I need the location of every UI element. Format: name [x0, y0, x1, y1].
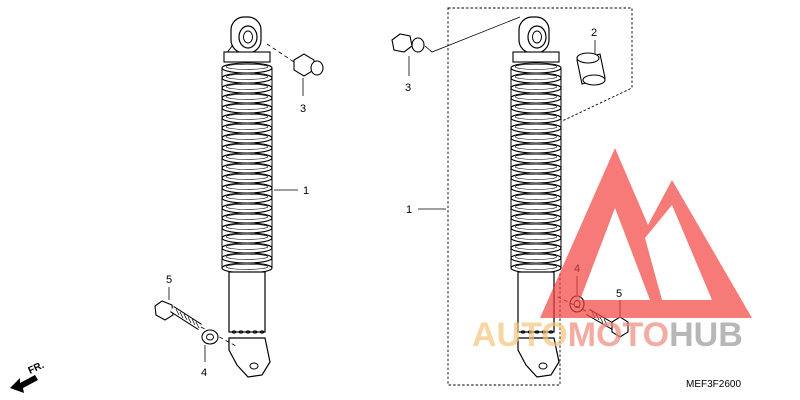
- right-flange-nut: [391, 16, 521, 76]
- front-direction-arrow-icon: [10, 375, 38, 393]
- right-bushing: [576, 40, 606, 86]
- left-flange-nut: [266, 43, 324, 96]
- right-callout-shock: 1: [406, 204, 412, 216]
- left-callout-bolt: 5: [166, 274, 172, 286]
- watermark-moto: MOTO: [568, 316, 669, 354]
- left-mounting-bolt: [154, 287, 237, 347]
- right-callout-bolt: 5: [616, 288, 622, 300]
- svg-text:AUTOMOTOHUB: AUTOMOTOHUB: [472, 316, 743, 354]
- right-callout-nut: 3: [405, 82, 411, 94]
- watermark-hub: HUB: [669, 316, 743, 354]
- left-callout-nut: 3: [300, 103, 306, 115]
- left-spring: [221, 62, 273, 274]
- right-callout-bushing: 2: [591, 27, 597, 39]
- left-callout-shock: 1: [303, 185, 309, 197]
- left-shock-absorber: [221, 16, 273, 378]
- diagram-code: MEF3F2600: [686, 379, 741, 390]
- right-shock-absorber: [510, 16, 562, 378]
- front-label: FR.: [27, 360, 46, 377]
- watermark-auto: AUTO: [472, 316, 568, 354]
- right-spring: [510, 62, 562, 274]
- left-washer: [201, 329, 219, 362]
- watermark-logo: AUTOMOTOHUB: [472, 148, 752, 354]
- left-callout-washer: 4: [201, 367, 207, 379]
